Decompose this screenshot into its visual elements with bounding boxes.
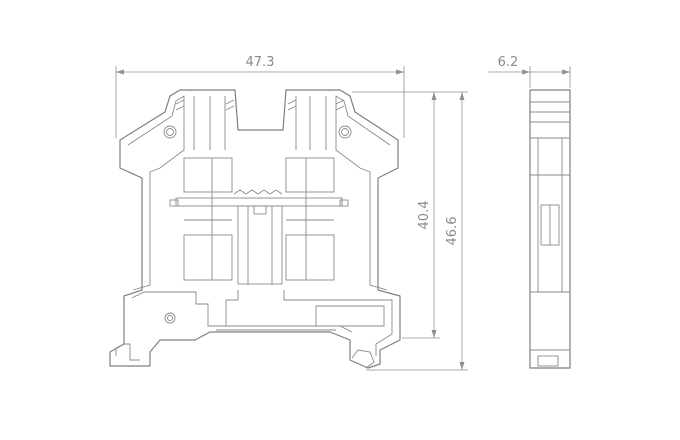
right-top-ribs	[287, 99, 345, 111]
front-outline	[109, 89, 401, 369]
center-tab	[253, 205, 267, 215]
front-view	[109, 89, 401, 369]
dimension-height-inner: 40.4	[352, 91, 440, 339]
arrow-total-bottom-icon	[459, 362, 465, 370]
left-screw-hole	[163, 125, 177, 139]
arrow-right-icon	[396, 69, 404, 75]
right-busbar-tab	[339, 199, 349, 207]
arrow-side-left-icon	[522, 69, 530, 75]
foot-hole	[164, 312, 176, 324]
right-foot-inner	[283, 290, 393, 356]
left-top-ribs	[175, 99, 235, 111]
left-screw-hole-inner	[166, 128, 174, 136]
side-bottom-slot	[537, 355, 559, 367]
right-screw-hole	[338, 125, 352, 139]
arrow-total-top-icon	[459, 92, 465, 100]
arrow-left-icon	[116, 69, 124, 75]
height-total-label: 46.6	[445, 217, 460, 246]
busbar	[175, 197, 343, 207]
right-clamp-lower	[285, 234, 335, 281]
left-upper-profile	[127, 95, 185, 291]
right-foot-channel	[315, 305, 385, 327]
bottom-rail-edge	[212, 325, 353, 333]
arrow-inner-top-icon	[431, 92, 437, 100]
left-clip	[115, 343, 140, 361]
foot-hole-inner	[167, 315, 173, 321]
width-front-label: 47.3	[246, 55, 275, 70]
right-screw-hole-inner	[341, 128, 349, 136]
left-clamp-lower	[183, 234, 233, 281]
side-view	[529, 89, 571, 369]
dimension-width-side: 6.2	[488, 55, 571, 88]
right-upper-profile	[335, 95, 391, 291]
arrow-side-right-icon	[562, 69, 570, 75]
width-side-label: 6.2	[498, 55, 519, 70]
busbar-teeth	[233, 189, 283, 195]
left-clamp-upper	[183, 157, 233, 193]
left-busbar-tab	[169, 199, 179, 207]
left-foot-inner	[131, 290, 239, 327]
side-outline	[529, 89, 571, 369]
dimension-height-total: 46.6	[366, 91, 468, 371]
dimension-width-front: 47.3	[115, 55, 405, 138]
right-clamp-upper	[285, 157, 335, 193]
height-inner-label: 40.4	[417, 201, 432, 230]
arrow-inner-bottom-icon	[431, 330, 437, 338]
center-block	[237, 205, 283, 285]
right-hook	[351, 349, 375, 369]
